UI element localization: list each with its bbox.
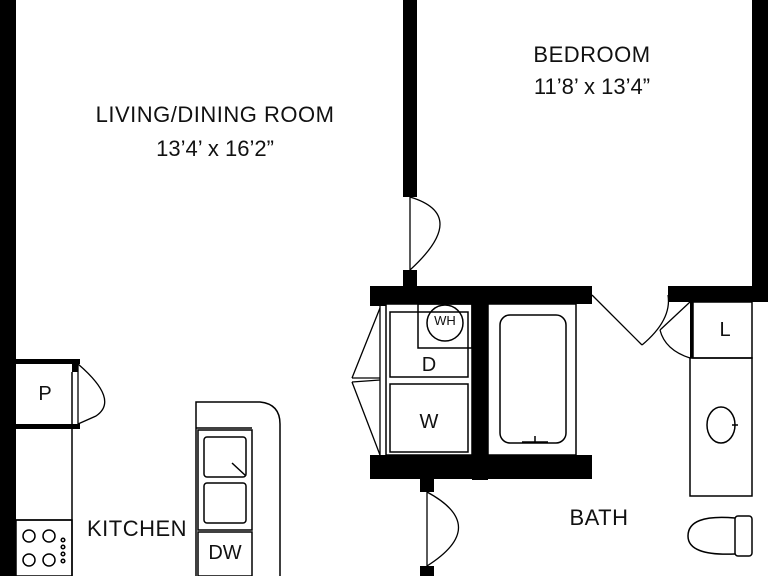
bath-left-wall-stub xyxy=(420,566,434,576)
bedroom-left-wall-stub xyxy=(403,270,417,288)
linen-door-leaf xyxy=(659,301,691,331)
closet-bottom-post xyxy=(420,470,434,492)
linen-door-swing xyxy=(659,329,691,359)
bath-name: BATH xyxy=(569,505,629,530)
vanity xyxy=(689,357,753,497)
peninsula-counter xyxy=(195,401,281,576)
stove-knob xyxy=(60,544,66,550)
linen-left-wall xyxy=(690,302,693,358)
closet-divider-wall xyxy=(472,286,488,480)
bedroom-dims: 11’8’ x 13’4” xyxy=(533,74,651,99)
water-heater xyxy=(426,304,464,342)
dryer-label: D xyxy=(421,354,437,376)
stove-knob xyxy=(60,537,66,543)
bath-entry-door-swing xyxy=(426,491,460,567)
dishwasher-label: DW xyxy=(208,542,242,564)
stove-burner xyxy=(42,529,56,543)
living-room-dims: 13’4’ x 16’2” xyxy=(156,136,274,161)
stove-burner xyxy=(22,553,36,567)
dishwasher-box xyxy=(197,531,253,576)
pantry-top-wall xyxy=(16,359,80,364)
closet-left-post-top xyxy=(370,286,386,306)
pantry-side-wall xyxy=(72,364,78,372)
pantry-label: P xyxy=(38,383,52,405)
doors xyxy=(77,196,691,567)
fixtures xyxy=(15,301,753,576)
laundry-door-leaf xyxy=(351,307,381,379)
stove xyxy=(15,519,73,576)
bedroom-left-wall xyxy=(403,0,417,197)
washer-label: W xyxy=(419,411,439,433)
living-room-name: LIVING/DINING ROOM xyxy=(95,102,335,127)
stove-knob xyxy=(60,551,66,557)
sink-bowl-bottom xyxy=(203,482,247,524)
closet-top-wall-right xyxy=(668,286,768,302)
sink-outer xyxy=(197,429,253,531)
washer xyxy=(389,383,469,453)
bathtub xyxy=(487,303,577,456)
stove-knob xyxy=(60,558,66,564)
water-heater-box xyxy=(417,303,473,349)
linen-label: L xyxy=(719,319,731,341)
pantry-door-swing xyxy=(77,363,106,425)
bathtub-inner xyxy=(499,314,567,444)
sink-faucet xyxy=(231,462,247,477)
bedroom-door-swing xyxy=(409,196,441,271)
right-wall xyxy=(752,0,768,300)
kitchen-name: KITCHEN xyxy=(86,516,188,541)
vanity-sink xyxy=(706,406,736,444)
dryer xyxy=(389,311,469,378)
toilet-tank xyxy=(734,515,753,557)
bath-door-leaf xyxy=(591,294,643,346)
sink-bowl-top xyxy=(203,436,247,478)
pantry-bottom-wall xyxy=(16,424,80,429)
stove-burner xyxy=(22,529,36,543)
left-wall xyxy=(0,0,16,576)
laundry-door-leaf xyxy=(351,381,381,456)
bath-door-swing xyxy=(641,294,670,346)
toilet-bowl xyxy=(687,516,736,555)
stove-burner xyxy=(42,553,56,567)
closet-bottom-wall xyxy=(370,455,592,479)
bedroom-name: BEDROOM xyxy=(533,42,651,67)
laundry-door-leaf xyxy=(351,379,381,383)
water-heater-label: WH xyxy=(434,313,456,328)
